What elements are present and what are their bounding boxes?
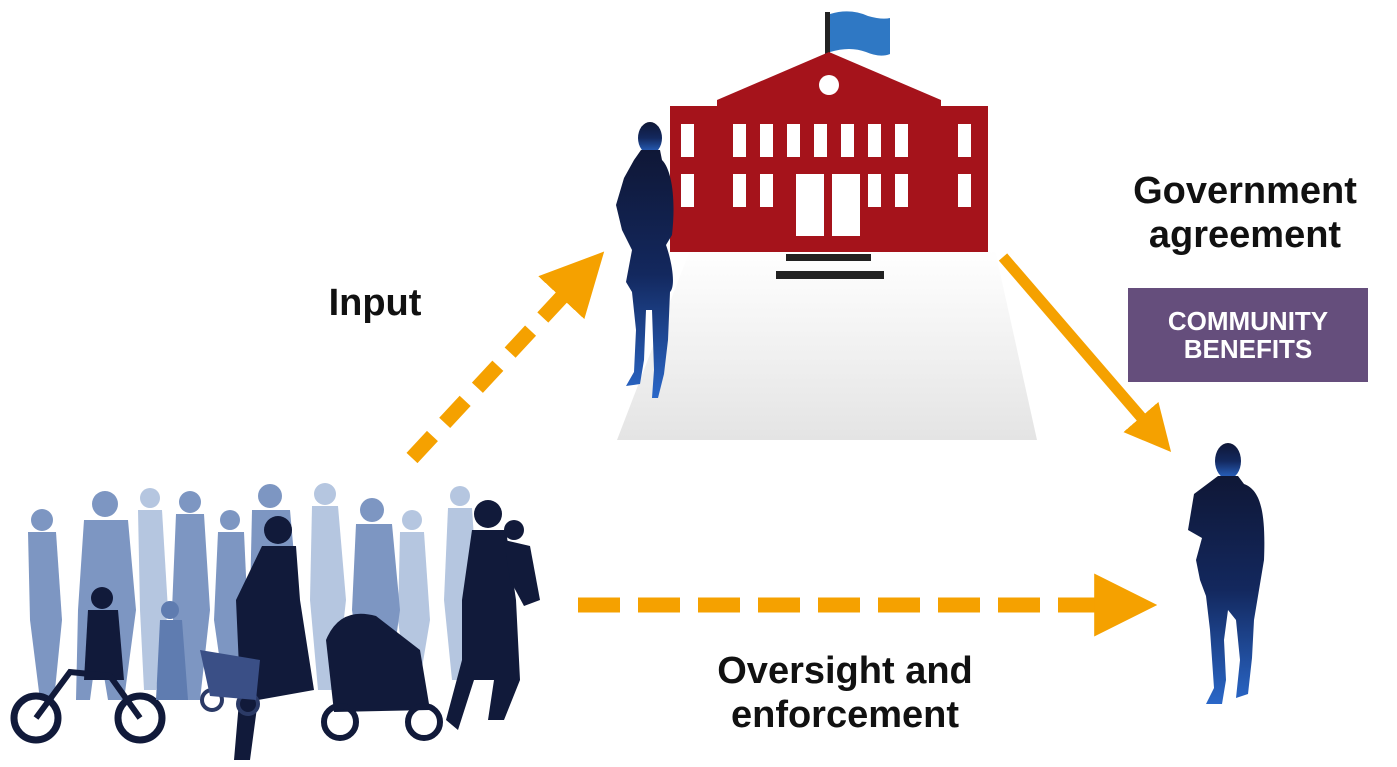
community-benefits-line2: BENEFITS bbox=[1183, 334, 1313, 364]
government-agreement-line2: agreement bbox=[1148, 213, 1342, 256]
flag-icon bbox=[830, 11, 890, 56]
input-arrow bbox=[406, 251, 605, 464]
agreement-arrow bbox=[998, 253, 1172, 452]
community-benefits-badge: COMMUNITY BENEFITS bbox=[1128, 288, 1368, 382]
oversight-enforcement-label: Oversight and enforcement bbox=[660, 650, 1030, 737]
oversight-line2: enforcement bbox=[730, 693, 960, 736]
building-platform bbox=[617, 250, 1037, 440]
input-label-text: Input bbox=[328, 282, 422, 324]
oversight-line1: Oversight and bbox=[717, 650, 973, 692]
government-agreement-line1: Government bbox=[1133, 170, 1357, 212]
official-woman-icon bbox=[616, 122, 674, 398]
community-benefits-line1: COMMUNITY bbox=[1167, 305, 1329, 336]
government-building-icon bbox=[670, 11, 988, 279]
crowd-icon bbox=[10, 483, 540, 760]
government-agreement-label: Government agreement bbox=[1100, 170, 1390, 257]
input-label: Input bbox=[300, 282, 450, 326]
developer-man-icon bbox=[1188, 443, 1265, 704]
